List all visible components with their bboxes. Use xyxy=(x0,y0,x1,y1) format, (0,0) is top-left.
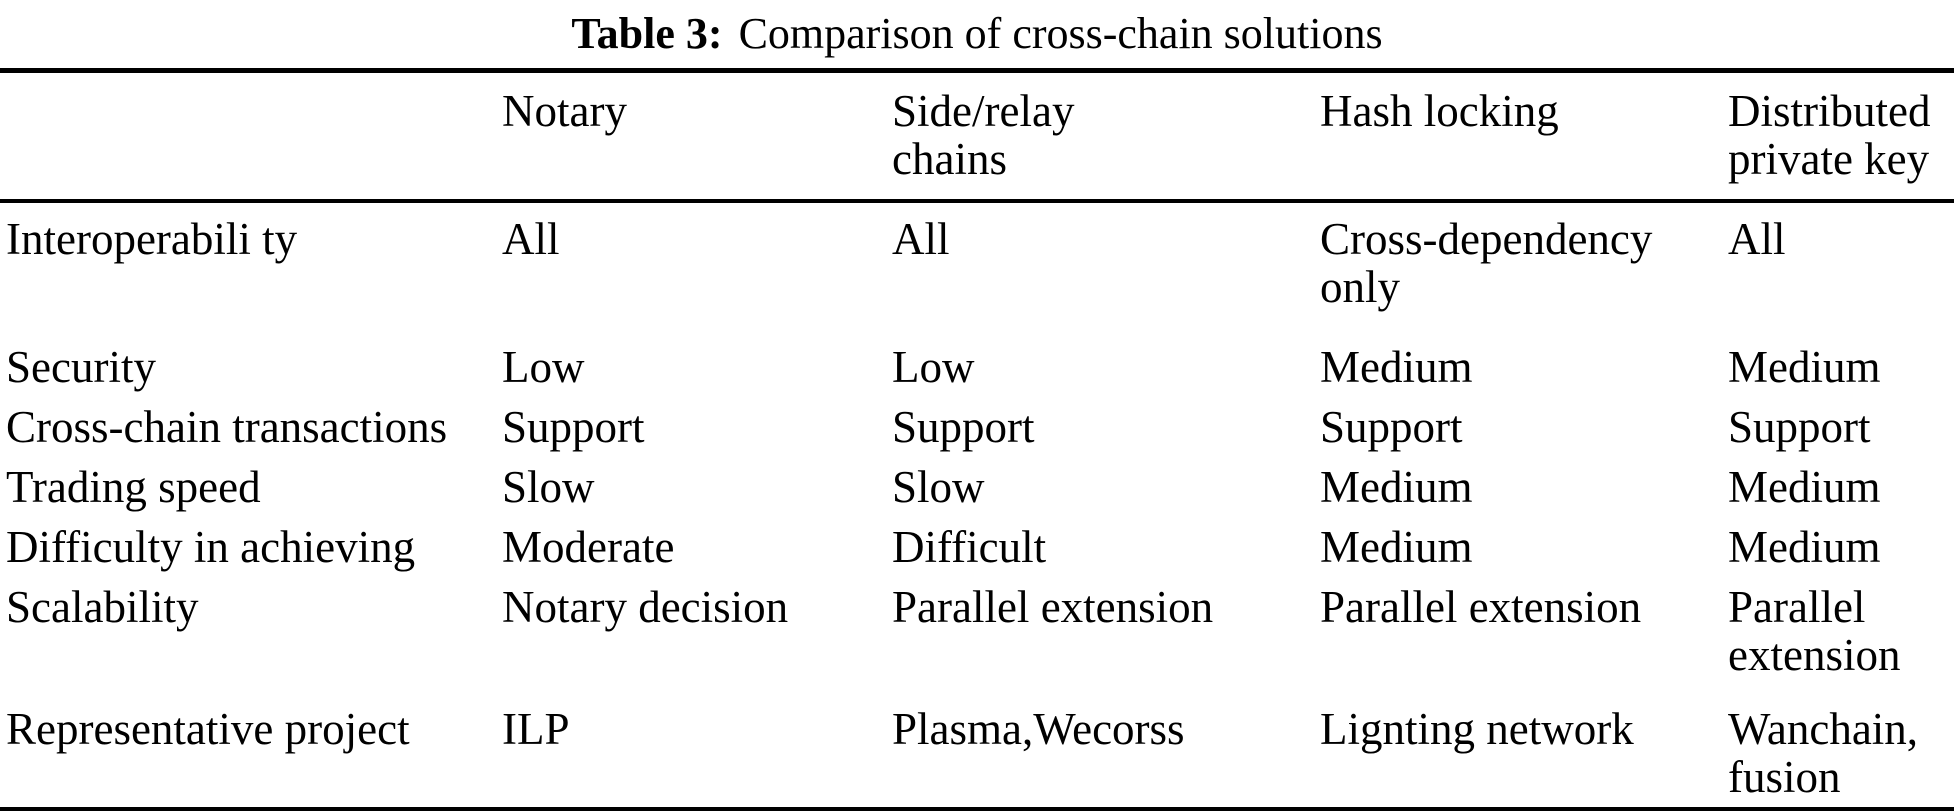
cell: Moderate xyxy=(502,522,675,572)
cell: Low xyxy=(892,342,975,392)
table-caption-label: Table 3: xyxy=(571,9,723,58)
cell: Parallel extension xyxy=(892,582,1214,632)
row-label: Representative project xyxy=(6,704,410,754)
table-caption: Table 3: Comparison of cross-chain soluti… xyxy=(0,0,1954,68)
cell: All xyxy=(502,214,560,264)
comparison-table: Notary Side/relay chains Hash locking Di… xyxy=(0,68,1954,811)
cell: Parallel extension xyxy=(1320,582,1642,632)
row-label: Security xyxy=(6,342,156,392)
row-label: Difficulty in achieving xyxy=(6,522,416,572)
table-row-scalability: Scalability Notary decision Parallel ext… xyxy=(0,577,1954,695)
cell: ILP xyxy=(502,704,570,754)
cell: Support xyxy=(1728,402,1871,452)
cell: All xyxy=(1728,214,1786,264)
cell: Medium xyxy=(1728,342,1881,392)
cell: Plasma,Wecorss xyxy=(892,704,1185,754)
cell: Support xyxy=(892,402,1035,452)
cell: Wanchain, fusion xyxy=(1728,704,1919,802)
cell: All xyxy=(892,214,950,264)
column-header-hash-locking: Hash locking xyxy=(1320,70,1728,203)
cell: Medium xyxy=(1728,462,1881,512)
cell: Support xyxy=(1320,402,1463,452)
column-header-side-relay-chains: Side/relay chains xyxy=(892,70,1320,203)
cell: Slow xyxy=(502,462,595,512)
cell: Medium xyxy=(1320,522,1473,572)
cell: Medium xyxy=(1320,342,1473,392)
column-header-distributed-private-key: Distributed private key xyxy=(1728,70,1954,203)
cell: Low xyxy=(502,342,585,392)
table-row-interoperability: Interoperabili ty All All Cross-dependen… xyxy=(0,201,1954,337)
cell: Cross-dependency only xyxy=(1320,214,1653,312)
cell: Parallel extension xyxy=(1728,582,1901,680)
cell: Notary decision xyxy=(502,582,789,632)
table-row-trading-speed: Trading speed Slow Slow Medium Medium xyxy=(0,457,1954,517)
table-row-cross-chain-transactions: Cross-chain transactions Support Support… xyxy=(0,397,1954,457)
cell: Difficult xyxy=(892,522,1047,572)
cell: Slow xyxy=(892,462,985,512)
table-row-difficulty-in-achieving: Difficulty in achieving Moderate Difficu… xyxy=(0,517,1954,577)
row-label: Cross-chain transactions xyxy=(6,402,448,452)
table-caption-text: Comparison of cross-chain solutions xyxy=(738,9,1383,58)
table-header-row: Notary Side/relay chains Hash locking Di… xyxy=(0,70,1954,203)
column-header-empty xyxy=(0,70,502,203)
row-label: Interoperabili ty xyxy=(6,214,298,264)
cell: Medium xyxy=(1320,462,1473,512)
row-label: Scalability xyxy=(6,582,199,632)
cell: Support xyxy=(502,402,645,452)
cell: Lignting network xyxy=(1320,704,1634,754)
row-label: Trading speed xyxy=(6,462,261,512)
cell: Medium xyxy=(1728,522,1881,572)
table-row-security: Security Low Low Medium Medium xyxy=(0,337,1954,397)
column-header-notary: Notary xyxy=(502,70,892,203)
table-row-representative-project: Representative project ILP Plasma,Wecors… xyxy=(0,695,1954,809)
